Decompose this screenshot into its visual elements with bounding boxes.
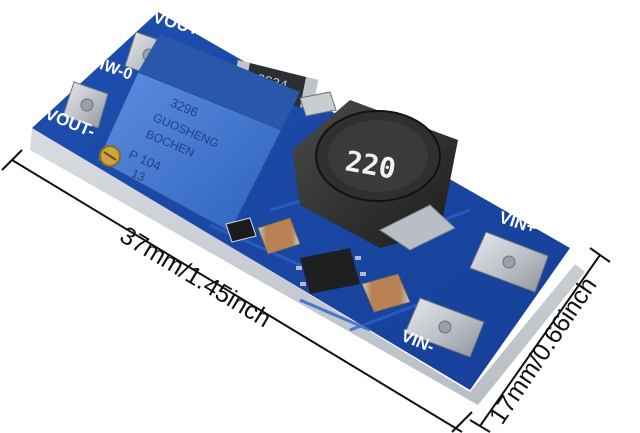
dimension-length-line xyxy=(11,159,463,433)
inductor-220: 220 xyxy=(292,100,458,251)
pad-vin-plus xyxy=(469,231,549,293)
pad-vout-minus xyxy=(62,81,109,129)
dimension-width-line xyxy=(479,254,601,427)
ic-chip xyxy=(296,248,366,294)
smd-resistor xyxy=(225,217,257,243)
smd-diode-small xyxy=(299,91,337,117)
smd-capacitor-1 xyxy=(257,217,301,255)
smd-capacitor-2 xyxy=(361,273,411,313)
trimmer-potentiometer: 3296 GUOSHENG BOCHEN P 104 13 xyxy=(97,34,300,233)
pad-vin-minus xyxy=(404,297,485,358)
pot-marking-5: 13 xyxy=(129,166,147,184)
